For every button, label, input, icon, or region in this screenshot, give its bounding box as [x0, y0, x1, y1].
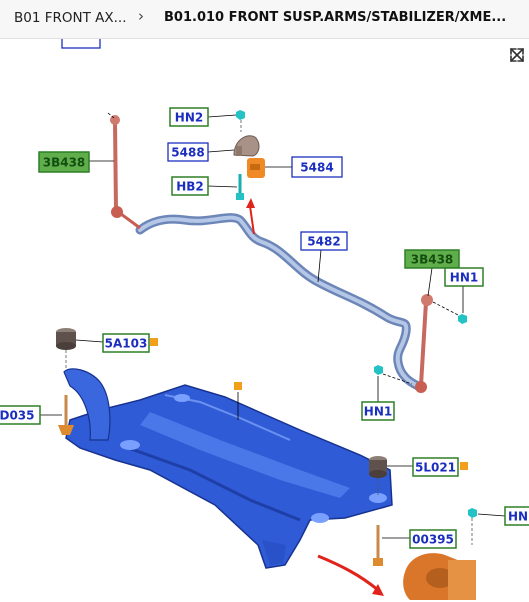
callout-hn1-right[interactable]: HN1: [444, 267, 484, 287]
callout-hn2[interactable]: HN2: [169, 107, 209, 127]
callout-3b438-left[interactable]: 3B438: [38, 151, 90, 173]
svg-text:00395: 00395: [412, 533, 454, 547]
callout-3b438-right[interactable]: 3B438: [404, 249, 460, 269]
expand-arrows-icon[interactable]: [506, 44, 528, 66]
bolt-hb2[interactable]: [236, 174, 244, 200]
bolt-d035[interactable]: [58, 395, 74, 435]
svg-text:HN2: HN2: [175, 111, 203, 125]
bolt-hn-edge[interactable]: [468, 508, 477, 545]
callout-00395[interactable]: 00395: [409, 529, 457, 549]
svg-text:5L021: 5L021: [415, 461, 456, 475]
stabilizer-link-left[interactable]: [110, 115, 141, 230]
callout-d035[interactable]: D035: [0, 405, 41, 425]
callout-5484[interactable]: 5484: [291, 156, 343, 178]
callout-5a103[interactable]: 5A103: [102, 333, 150, 353]
breadcrumb-current: B01.010 FRONT SUSP.ARMS/STABILIZER/XME..…: [164, 10, 507, 25]
bushing-5484[interactable]: [247, 158, 265, 178]
svg-text:HN1: HN1: [364, 405, 392, 419]
svg-text:3B438: 3B438: [411, 253, 454, 267]
nut-hn1-bottom[interactable]: [374, 365, 413, 385]
parts-diagram: HN2 5488 5484 HB2 3B438 5482 3B438 HN1 5…: [0, 38, 529, 600]
nut-hn1-right[interactable]: [458, 314, 467, 324]
svg-text:5484: 5484: [300, 161, 333, 175]
marker-subframe: [234, 382, 242, 390]
marker-5l021: [460, 462, 468, 470]
clamp-5488[interactable]: [233, 135, 260, 157]
svg-text:HN: HN: [508, 510, 528, 524]
bolt-hn2[interactable]: [236, 110, 245, 132]
stabilizer-bar[interactable]: [135, 213, 423, 391]
marker-5a103: [150, 338, 158, 346]
callout-5488[interactable]: 5488: [167, 142, 209, 162]
front-subframe[interactable]: [63, 368, 393, 569]
svg-text:5A103: 5A103: [105, 337, 148, 351]
svg-text:D035: D035: [0, 409, 35, 423]
chevron-right-icon: ›: [138, 7, 144, 25]
callout-hn-edge[interactable]: HN: [504, 506, 529, 526]
callout-5l021[interactable]: 5L021: [412, 457, 459, 477]
svg-text:HN1: HN1: [450, 271, 478, 285]
stabilizer-link-right[interactable]: [415, 294, 461, 393]
callout-hb2[interactable]: HB2: [171, 176, 209, 196]
bolt-00395[interactable]: [373, 525, 383, 566]
bushing-5l021[interactable]: [369, 456, 387, 495]
bushing-bottom-right[interactable]: [403, 553, 476, 600]
svg-text:5482: 5482: [307, 235, 340, 249]
bushing-5a103[interactable]: [56, 328, 76, 370]
breadcrumb-parent[interactable]: B01 FRONT AX...: [14, 10, 127, 26]
breadcrumb: B01 FRONT AX... › B01.010 FRONT SUSP.ARM…: [0, 0, 529, 39]
svg-text:HB2: HB2: [176, 180, 204, 194]
svg-text:5488: 5488: [171, 146, 204, 160]
red-arrow-bottom: [317, 554, 379, 592]
callout-hn1-bottom[interactable]: HN1: [361, 401, 395, 421]
svg-text:3B438: 3B438: [43, 156, 86, 170]
callout-5482[interactable]: 5482: [300, 231, 348, 251]
red-arrow-top: [249, 205, 255, 235]
